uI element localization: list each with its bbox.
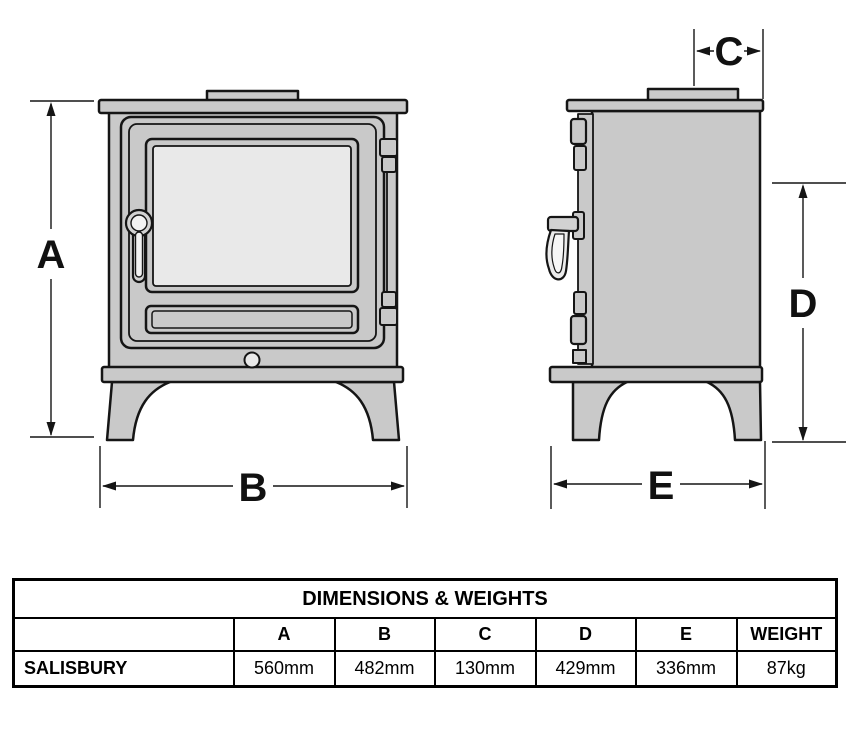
front-leg-left — [105, 380, 172, 442]
table-title-row: DIMENSIONS & WEIGHTS — [12, 578, 838, 619]
header-c: C — [433, 617, 537, 652]
side-view — [545, 87, 765, 442]
dim-b-arrow-right — [391, 481, 405, 491]
value-b: 482mm — [333, 650, 436, 688]
side-foot-block — [572, 349, 587, 364]
header-d: D — [534, 617, 637, 652]
dim-d-arrow-up — [798, 184, 808, 198]
value-a: 560mm — [232, 650, 336, 688]
base-plate-front — [100, 365, 405, 384]
side-leg-back — [705, 380, 763, 442]
top-plate-front — [97, 98, 409, 115]
dim-b-arrow-left — [102, 481, 116, 491]
dim-c-label: C — [715, 30, 744, 74]
base-plate-side — [548, 365, 764, 384]
dimension-c: C — [693, 29, 764, 99]
dimension-d: D — [772, 182, 846, 443]
dim-e-arrow-left — [553, 479, 567, 489]
model-name: SALISBURY — [12, 650, 235, 688]
front-view — [97, 89, 409, 442]
value-c: 130mm — [433, 650, 537, 688]
dim-e-arrow-right — [749, 479, 763, 489]
top-plate-side — [565, 98, 765, 113]
door-handle-front — [124, 208, 154, 284]
dim-d-label: D — [789, 282, 818, 326]
header-e: E — [634, 617, 738, 652]
value-weight: 87kg — [735, 650, 838, 688]
dim-b-label: B — [239, 466, 268, 510]
dim-e-label: E — [648, 464, 675, 508]
stove-diagram: A B C D E — [30, 29, 846, 510]
door-handle-side — [545, 215, 580, 281]
dimensions-table: DIMENSIONS & WEIGHTS A B C D E WEIGHT SA… — [12, 578, 838, 688]
dimension-a: A — [30, 100, 94, 438]
lower-panel-inner — [151, 310, 353, 329]
side-hinge-top — [569, 117, 588, 146]
table-title: DIMENSIONS & WEIGHTS — [12, 578, 838, 619]
door-glass — [152, 145, 352, 287]
front-leg-right — [334, 380, 401, 442]
table-row: SALISBURY 560mm 482mm 130mm 429mm 336mm … — [12, 650, 838, 688]
dimension-e: E — [550, 441, 766, 509]
header-a: A — [232, 617, 336, 652]
dim-a-arrow-up — [46, 102, 56, 116]
door-hinge-top — [379, 138, 398, 173]
air-control-knob — [243, 351, 261, 369]
dim-a-arrow-down — [46, 422, 56, 436]
header-weight: WEIGHT — [735, 617, 838, 652]
dim-c-arrow-left — [696, 46, 710, 56]
dim-a-label: A — [37, 233, 66, 277]
dim-c-arrow-right — [747, 46, 761, 56]
door-hinge-bottom — [379, 291, 398, 326]
header-b: B — [333, 617, 436, 652]
side-hinge-block — [573, 145, 587, 171]
side-hinge-bottom — [569, 314, 588, 346]
value-e: 336mm — [634, 650, 738, 688]
side-latch-block — [573, 291, 587, 315]
dim-d-arrow-down — [798, 427, 808, 441]
side-leg-front — [571, 380, 629, 442]
stove-body-side — [590, 109, 762, 370]
table-header-row: A B C D E WEIGHT — [12, 617, 838, 652]
dimension-b: B — [99, 446, 408, 510]
value-d: 429mm — [534, 650, 637, 688]
header-model — [12, 617, 235, 652]
